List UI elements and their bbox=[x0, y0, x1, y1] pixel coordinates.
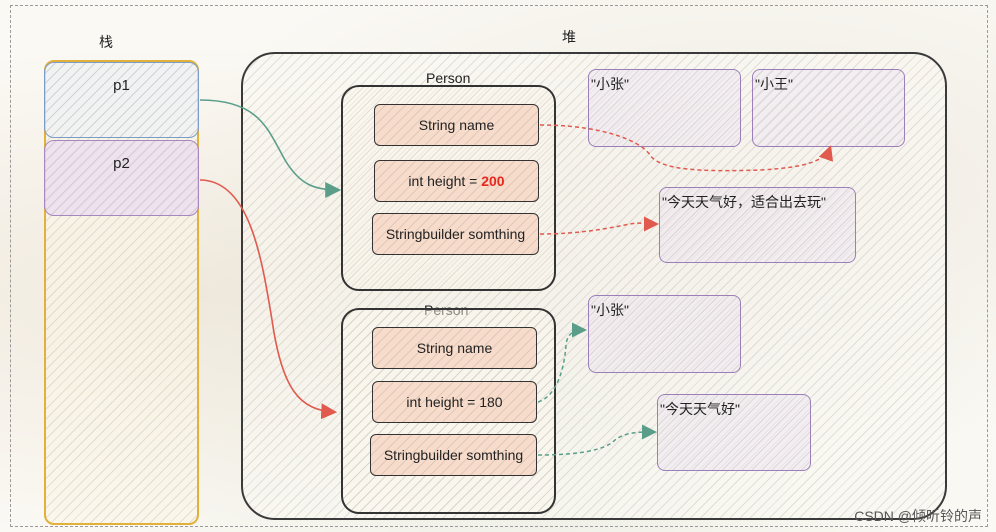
p1-reference-arrow bbox=[199, 99, 342, 198]
stack-var-p1-label: p1 bbox=[113, 76, 130, 94]
person1-name-field: String name bbox=[374, 104, 539, 146]
heap-string-weather-full: "今天天气好，适合出去玩" bbox=[659, 187, 856, 263]
heap-string-weather-short: "今天天气好" bbox=[657, 394, 811, 471]
person1-title: Person bbox=[426, 70, 471, 86]
p1-builder-to-weather-arrow bbox=[539, 216, 659, 235]
stack-label: 栈 bbox=[99, 34, 113, 50]
heap-string-xiaowang: "小王" bbox=[752, 69, 905, 147]
person2-builder-field: Stringbuilder somthing bbox=[370, 434, 537, 476]
stack-var-p2: p2 bbox=[44, 140, 199, 216]
person1-height-value: 200 bbox=[481, 173, 505, 189]
person2-height-field: int height = 180 bbox=[372, 381, 537, 423]
person1-height-prefix: int height = bbox=[408, 173, 482, 189]
heap-label: 堆 bbox=[562, 29, 576, 45]
csdn-watermark: CSDN @倾听铃的声 bbox=[854, 508, 982, 524]
p2-to-xiaozhang-arrow bbox=[537, 322, 587, 403]
stack-var-p2-label: p2 bbox=[113, 154, 130, 172]
diagram-frame bbox=[10, 5, 988, 527]
person1-height-field: int height = 200 bbox=[374, 160, 539, 202]
stack-var-p1: p1 bbox=[44, 62, 199, 138]
person1-builder-field: Stringbuilder somthing bbox=[372, 213, 539, 255]
p1-name-to-xiaowang-arrow bbox=[539, 124, 834, 172]
heap-string-xiaozhang-1: "小张" bbox=[588, 69, 741, 147]
person2-name-field: String name bbox=[372, 327, 537, 369]
p2-reference-arrow bbox=[199, 179, 338, 420]
p2-builder-to-weather-arrow bbox=[537, 424, 657, 456]
heap-string-xiaozhang-2: "小张" bbox=[588, 295, 741, 373]
